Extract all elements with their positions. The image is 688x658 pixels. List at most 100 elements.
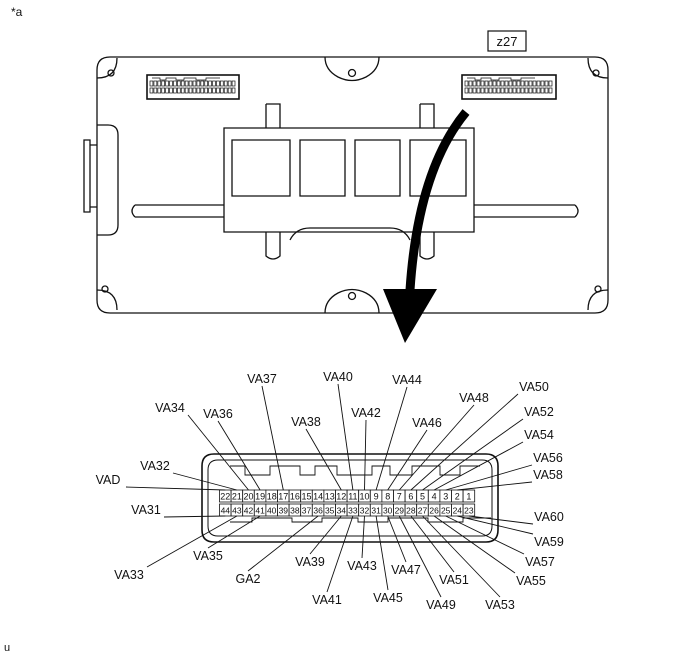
leader-line [375, 386, 408, 491]
left-connector-pin [180, 87, 185, 94]
right-connector-z27-pin [548, 87, 553, 94]
top-posts [265, 103, 435, 128]
arrow-head [383, 289, 437, 343]
leader-line [326, 515, 354, 593]
right-connector-z27-pin [480, 87, 485, 94]
left-connector-pin [149, 80, 154, 87]
pin-number: 22 [220, 492, 230, 502]
right-connector-z27-pin [516, 80, 521, 87]
right-connector-z27-key [467, 77, 535, 81]
signal-label: VA56 [533, 451, 563, 465]
signal-label: VA41 [312, 593, 342, 607]
signal-label: VA58 [533, 468, 563, 482]
left-rail [131, 204, 224, 218]
pin-number: 29 [395, 506, 405, 516]
zoom-arrow [383, 109, 470, 343]
pin-number: 37 [302, 506, 312, 516]
right-connector-z27-pin [492, 80, 497, 87]
left-connector-pin [169, 87, 173, 94]
left-connector-pin [173, 87, 177, 94]
left-connector-pin [157, 80, 162, 87]
leader-line [247, 515, 319, 572]
signal-label: VA47 [391, 563, 421, 577]
left-connector-pin [153, 80, 158, 87]
leader-line [387, 429, 428, 491]
pin-number: 41 [255, 506, 265, 516]
pin-number: 40 [267, 506, 277, 516]
right-connector-z27-pin [528, 80, 533, 87]
leader-lines [125, 383, 534, 598]
right-connector-z27-pin [492, 87, 497, 94]
center-frame [223, 127, 475, 233]
mount-hole [101, 285, 109, 293]
right-connector-z27-pin [520, 87, 525, 94]
left-connector-pin [177, 87, 181, 94]
pin-number: 4 [432, 492, 437, 502]
signal-label: VA35 [193, 549, 223, 563]
left-connector-pin [212, 80, 216, 87]
left-connector-key [152, 77, 220, 81]
right-connector-z27-pin [532, 80, 537, 87]
signal-label: VAD [96, 473, 121, 487]
bottom-notch-hole [347, 291, 357, 301]
pin-number: 9 [374, 492, 379, 502]
left-connector-pin [192, 87, 197, 94]
leader-line [468, 515, 534, 525]
pin-number: 11 [348, 492, 357, 502]
pin-number: 35 [325, 506, 335, 516]
leader-line [217, 420, 261, 491]
right-connector-z27-pin [484, 80, 489, 87]
corner-relief [587, 289, 609, 311]
corner-relief [587, 57, 609, 79]
right-connector-z27-pin [540, 87, 545, 94]
signal-label: VA55 [516, 574, 546, 588]
pin-number: 31 [371, 506, 381, 516]
leader-line [125, 486, 226, 491]
left-connector-pin [165, 80, 169, 87]
pin-number: 23 [464, 506, 474, 516]
pin-number: 38 [290, 506, 300, 516]
left-connector-pin [149, 87, 154, 94]
right-connector-z27-pin [496, 80, 501, 87]
left-connector-pin [157, 87, 162, 94]
right-connector-z27-pin [496, 87, 501, 94]
pin-number: 14 [313, 492, 323, 502]
right-connector-z27-pin [488, 87, 493, 94]
right-connector-z27-pin [500, 80, 505, 87]
leader-line [422, 515, 501, 598]
signal-label: VA57 [525, 555, 555, 569]
signal-label: VA54 [524, 428, 554, 442]
left-connector-pin [231, 87, 236, 94]
bottom-notch [324, 288, 380, 314]
pin-number: 16 [290, 492, 300, 502]
leader-line [433, 441, 524, 491]
left-connector-pin [216, 87, 220, 94]
pin-number: 7 [397, 492, 402, 502]
pin-number: 27 [418, 506, 428, 516]
pin-number: 3 [443, 492, 448, 502]
pin-number: 10 [359, 492, 369, 502]
right-connector-z27-pin [536, 80, 541, 87]
left-connector-pin [173, 80, 177, 87]
leader-line [410, 393, 519, 491]
signal-label: VA42 [351, 406, 381, 420]
leader-line [445, 464, 533, 491]
signal-label: VA52 [524, 405, 554, 419]
left-connector-pin [227, 87, 232, 94]
signal-label: VA38 [291, 415, 321, 429]
signal-label: VA53 [485, 598, 515, 612]
signal-label: VA31 [131, 503, 161, 517]
leader-line [172, 472, 238, 491]
pin-number: 19 [255, 492, 265, 502]
leader-line [146, 515, 238, 568]
leader-line [187, 414, 249, 491]
right-connector-z27-pin [532, 87, 537, 94]
left-connector-pin [165, 87, 169, 94]
pin-number: 32 [360, 506, 370, 516]
left-connector-pin [220, 80, 224, 87]
left-connector-pin [196, 80, 201, 87]
pin-number: 20 [243, 492, 253, 502]
signal-label: VA32 [140, 459, 170, 473]
pin-number: 21 [232, 492, 242, 502]
pin-number: 24 [453, 506, 463, 516]
